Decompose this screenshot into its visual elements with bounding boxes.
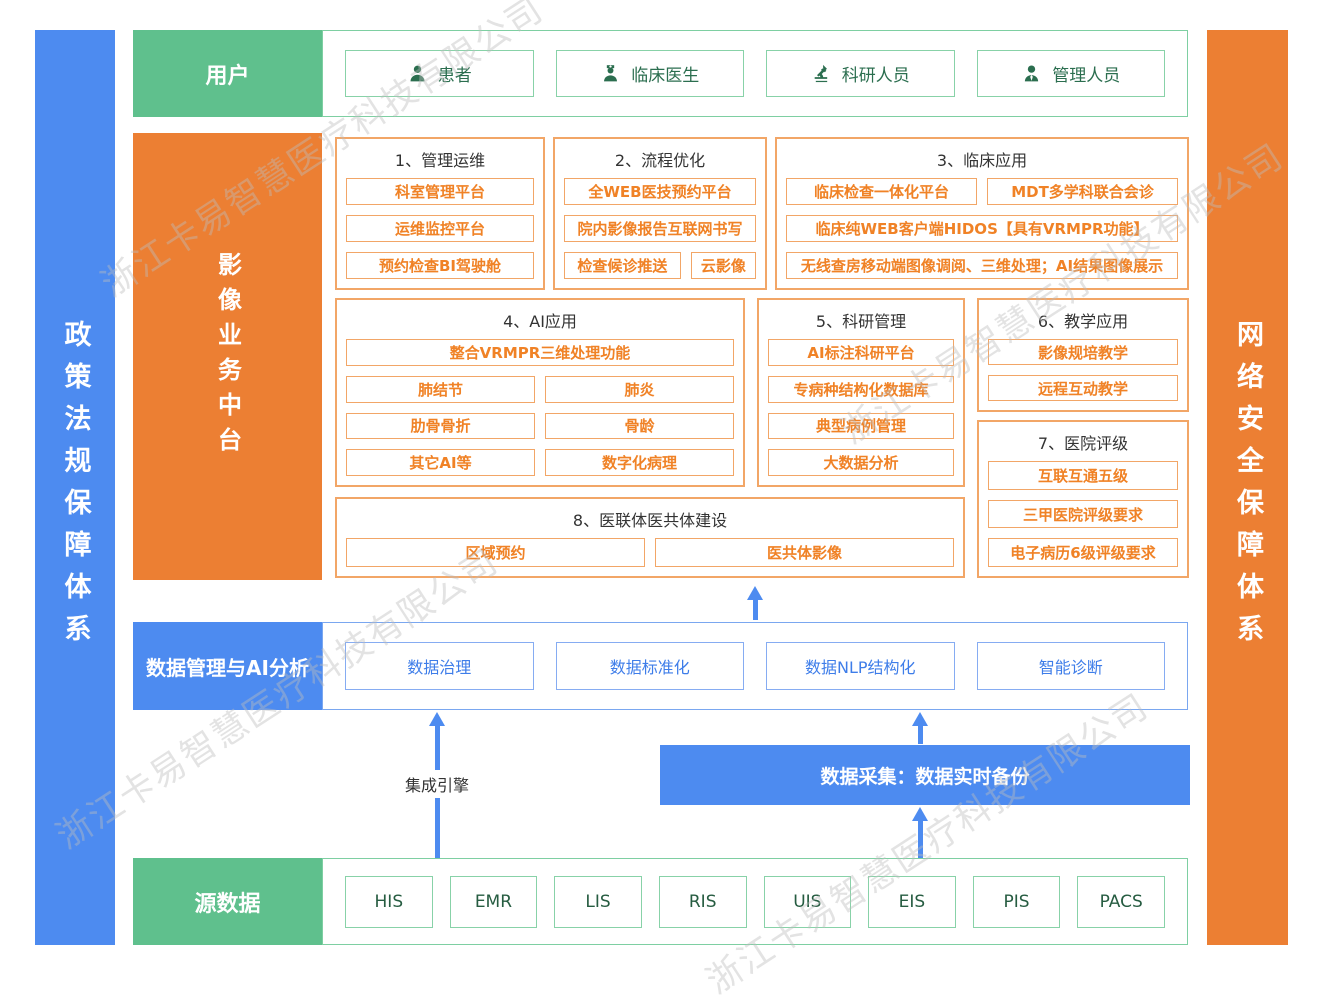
patient-icon xyxy=(410,65,425,82)
platform-item-box: MDT多学科联合会诊 xyxy=(987,178,1178,205)
platform-item-box: 典型病例管理 xyxy=(768,412,954,440)
platform-item-box: 肋骨骨折 xyxy=(346,412,535,440)
platform-item-box: 院内影像报告互联网书写 xyxy=(564,215,756,242)
manager-icon xyxy=(1025,65,1039,82)
arrow-up-to-platform xyxy=(747,586,763,620)
group-ai-application: 4、AI应用 整合VRMPR三维处理功能肺结节肺炎肋骨骨折骨龄其它AI等数字化病… xyxy=(335,298,745,487)
source-system-box: LIS xyxy=(554,875,642,928)
group-boxes: 影像规培教学远程互动教学 xyxy=(988,339,1178,401)
platform-item-box: 互联互通五级 xyxy=(988,461,1178,490)
platform-item-box: 影像规培教学 xyxy=(988,339,1178,365)
platform-item-box: 检查候诊推送 xyxy=(564,252,681,279)
source-system-box: HIS xyxy=(345,875,433,928)
platform-item-box: 运维监控平台 xyxy=(346,215,534,242)
group-teaching-application: 6、教学应用 影像规培教学远程互动教学 xyxy=(977,298,1189,412)
platform-item-box: AI标注科研平台 xyxy=(768,339,954,366)
platform-item-box: 肺结节 xyxy=(346,375,535,403)
source-data-row-area: HIS EMR LIS RIS UIS EIS PIS PACS xyxy=(322,858,1188,945)
platform-item-box: 远程互动教学 xyxy=(988,375,1178,401)
group-medical-alliance: 8、医联体医共体建设 区域预约医共体影像 xyxy=(335,497,965,578)
integration-engine-label: 集成引擎 xyxy=(396,770,478,798)
platform-item-box: 区域预约 xyxy=(346,538,645,567)
source-system-box: UIS xyxy=(763,875,852,928)
network-security-sidebar-label: 网络安全保障体系 xyxy=(1232,319,1263,656)
platform-item-box: 全WEB医技预约平台 xyxy=(564,178,756,205)
platform-item-box: 临床检查一体化平台 xyxy=(786,178,977,205)
platform-item-box: 骨龄 xyxy=(545,412,734,440)
group-research-management: 5、科研管理 AI标注科研平台专病种结构化数据库典型病例管理大数据分析 xyxy=(757,298,965,487)
group-boxes: 临床检查一体化平台 MDT多学科联合会诊临床纯WEB客户端HIDOS【具有VRMP… xyxy=(786,178,1178,279)
platform-item-box: 其它AI等 xyxy=(346,449,535,476)
policy-regulation-sidebar: 政策法规保障体系 xyxy=(35,30,115,945)
group-title: 1、管理运维 xyxy=(394,151,486,170)
group-boxes: 全WEB医技预约平台院内影像报告互联网书写检查候诊推送云影像 xyxy=(564,178,756,279)
group-title: 8、医联体医共体建设 xyxy=(572,511,728,530)
arrow-up-from-collection xyxy=(912,712,928,744)
platform-item-box: 大数据分析 xyxy=(768,449,954,476)
group-process-optimization: 2、流程优化 全WEB医技预约平台院内影像报告互联网书写检查候诊推送云影像 xyxy=(553,137,767,290)
group-title: 6、教学应用 xyxy=(1037,312,1129,331)
platform-item-box: 无线查房移动端图像调阅、三维处理；AI结果图像展示 xyxy=(786,252,1178,279)
user-box-patient: 患者 xyxy=(345,50,534,97)
data-mgmt-row-area: 数据治理数据标准化数据NLP结构化智能诊断 xyxy=(322,622,1188,710)
data-collection-box: 数据采集：数据实时备份 xyxy=(660,745,1190,805)
source-data-row-label: 源数据 xyxy=(133,858,322,945)
user-box-label: 患者 xyxy=(437,66,472,86)
platform-item-box: 专病种结构化数据库 xyxy=(768,375,954,403)
platform-item-box: 整合VRMPR三维处理功能 xyxy=(346,339,734,366)
data-mgmt-box: 数据标准化 xyxy=(555,642,744,690)
user-box-manager: 管理人员 xyxy=(976,50,1165,97)
group-clinical-application: 3、临床应用 临床检查一体化平台 MDT多学科联合会诊临床纯WEB客户端HIDOS… xyxy=(775,137,1189,290)
platform-item-box: 电子病历6级评级要求 xyxy=(988,538,1178,568)
platform-item-box: 数字化病理 xyxy=(545,449,734,476)
group-management-ops: 1、管理运维 科室管理平台运维监控平台预约检查BI驾驶舱 xyxy=(335,137,545,290)
source-system-box: EIS xyxy=(868,875,956,928)
platform-sidebar-label-text: 影像业务中台 xyxy=(213,251,242,462)
doctor-icon xyxy=(604,65,618,82)
microscope-icon xyxy=(814,64,827,83)
network-security-sidebar: 网络安全保障体系 xyxy=(1207,30,1288,945)
users-row-label: 用户 xyxy=(133,30,322,117)
group-title: 7、医院评级 xyxy=(1037,434,1129,453)
platform-item-box: 医共体影像 xyxy=(655,538,954,567)
group-title: 4、AI应用 xyxy=(503,312,577,331)
platform-item-box: 肺炎 xyxy=(545,375,734,403)
platform-item-box: 预约检查BI驾驶舱 xyxy=(346,252,534,279)
data-mgmt-box: 智能诊断 xyxy=(976,642,1165,690)
source-system-box: PIS xyxy=(972,875,1061,928)
source-system-box: RIS xyxy=(658,875,747,928)
group-hospital-rating: 7、医院评级 互联互通五级三甲医院评级要求电子病历6级评级要求 xyxy=(977,420,1189,578)
arrow-up-to-collection xyxy=(912,807,928,858)
group-title: 3、临床应用 xyxy=(936,151,1028,170)
platform-item-box: 云影像 xyxy=(690,252,756,279)
user-box-researcher: 科研人员 xyxy=(766,50,955,97)
group-boxes: AI标注科研平台专病种结构化数据库典型病例管理大数据分析 xyxy=(768,339,954,476)
data-mgmt-row-label: 数据管理与AI分析 xyxy=(133,622,322,710)
data-mgmt-box: 数据治理 xyxy=(345,642,534,690)
source-system-box: EMR xyxy=(449,875,538,928)
group-title: 2、流程优化 xyxy=(614,151,706,170)
group-boxes: 区域预约医共体影像 xyxy=(346,538,954,567)
platform-sidebar-label: 影像业务中台 xyxy=(133,133,322,580)
user-box-label: 临床医生 xyxy=(631,66,700,86)
user-box-clinical-doctor: 临床医生 xyxy=(555,50,744,97)
group-boxes: 科室管理平台运维监控平台预约检查BI驾驶舱 xyxy=(346,178,534,279)
platform-item-box: 三甲医院评级要求 xyxy=(988,499,1178,529)
policy-regulation-sidebar-label: 政策法规保障体系 xyxy=(59,319,91,656)
user-box-label: 科研人员 xyxy=(841,66,910,86)
data-mgmt-box: 数据NLP结构化 xyxy=(766,642,955,690)
source-system-box: PACS xyxy=(1077,875,1165,928)
users-row-area: 患者 临床医生 科研人员 管理人员 xyxy=(322,30,1188,117)
platform-item-box: 科室管理平台 xyxy=(346,178,534,205)
group-boxes: 整合VRMPR三维处理功能肺结节肺炎肋骨骨折骨龄其它AI等数字化病理 xyxy=(346,339,734,476)
group-title: 5、科研管理 xyxy=(815,312,907,331)
group-boxes: 互联互通五级三甲医院评级要求电子病历6级评级要求 xyxy=(988,461,1178,568)
platform-item-box: 临床纯WEB客户端HIDOS【具有VRMPR功能】 xyxy=(786,215,1178,242)
user-box-label: 管理人员 xyxy=(1052,66,1121,86)
